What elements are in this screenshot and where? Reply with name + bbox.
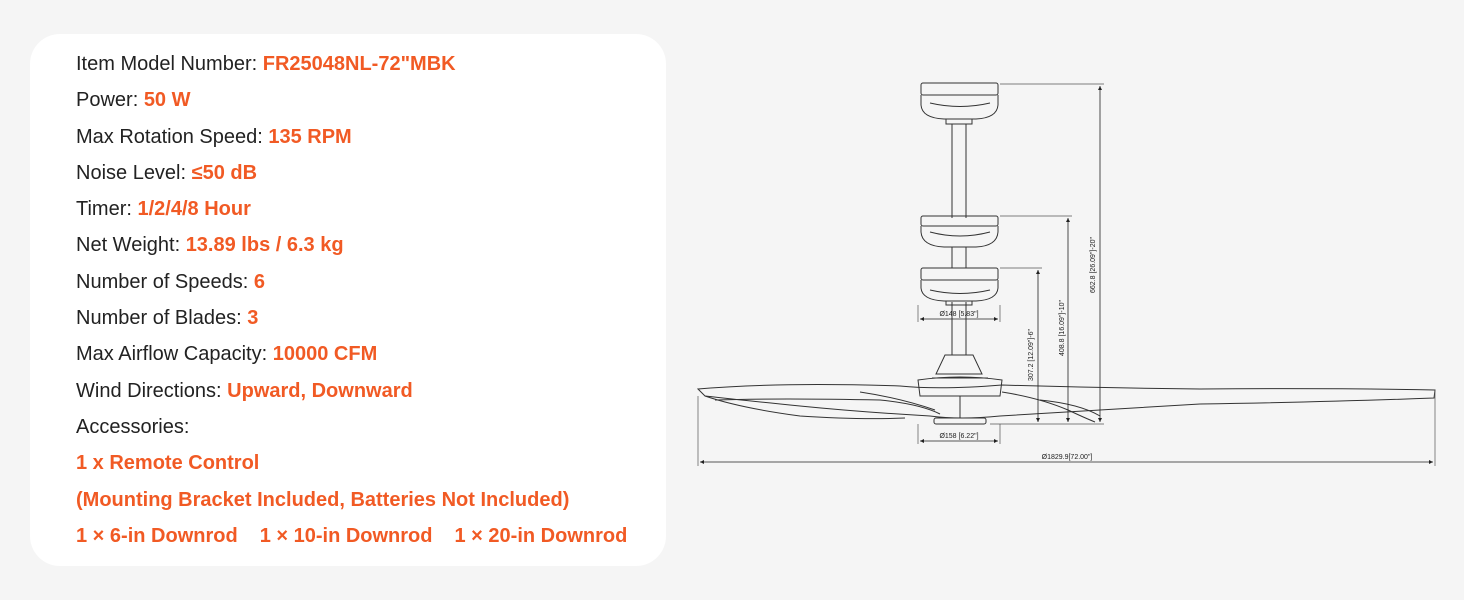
- spec-label: Max Airflow Capacity:: [76, 343, 273, 366]
- spec-wind-directions: Wind Directions: Upward, Downward: [76, 377, 656, 413]
- dim-height-20in: 662.8 [26.09"]-20": [1090, 237, 1097, 293]
- accessories-label: Accessories:: [76, 415, 190, 438]
- spec-value: 1/2/4/8 Hour: [137, 198, 251, 221]
- accessory-remote: 1 x Remote Control: [76, 452, 260, 475]
- spec-timer: Timer: 1/2/4/8 Hour: [76, 195, 656, 231]
- dim-height-6in: 307.2 [12.09"]-6": [1028, 328, 1035, 381]
- canopy-6in: [920, 267, 999, 306]
- spec-value: Upward, Downward: [227, 379, 413, 402]
- accessory-remote-note: (Mounting Bracket Included, Batteries No…: [76, 488, 570, 511]
- extension-lines: [697, 83, 1436, 466]
- spec-value: 6: [253, 270, 265, 293]
- spec-list: Item Model Number: FR25048NL-72"MBK Powe…: [76, 50, 656, 558]
- ceiling-canopy: [920, 82, 999, 125]
- downrod-20in: 1 × 20-in Downrod: [454, 524, 628, 547]
- spec-label: Number of Speeds:: [76, 270, 254, 293]
- canopy-10in: [920, 215, 999, 248]
- motor-housing: [917, 354, 1003, 425]
- specs-card: [30, 34, 666, 566]
- dimension-lines: [700, 86, 1433, 464]
- spec-airflow: Max Airflow Capacity: 10000 CFM: [76, 340, 656, 376]
- spec-speeds: Number of Speeds: 6: [76, 268, 656, 304]
- spec-value: 3: [247, 307, 259, 330]
- spec-value: FR25048NL-72"MBK: [262, 53, 456, 75]
- spec-label: Timer:: [76, 198, 138, 221]
- dim-fan-diameter: Ø1829.9[72.00"]: [1042, 454, 1093, 461]
- spec-rotation-speed: Max Rotation Speed: 135 RPM: [76, 123, 656, 159]
- spec-value: 10000 CFM: [272, 343, 378, 366]
- spec-value: 13.89 lbs / 6.3 kg: [185, 234, 344, 257]
- dim-motor-diameter: Ø158 [6.22"]: [939, 433, 978, 440]
- spec-noise-level: Noise Level: ≤50 dB: [76, 159, 656, 195]
- downrod-6in: 1 × 6-in Downrod: [76, 524, 238, 547]
- spec-label: Power:: [76, 89, 144, 112]
- spec-net-weight: Net Weight: 13.89 lbs / 6.3 kg: [76, 231, 656, 267]
- spec-label: Max Rotation Speed:: [76, 125, 269, 148]
- spec-model: Item Model Number: FR25048NL-72"MBK: [76, 50, 656, 86]
- spec-value: 135 RPM: [268, 125, 352, 148]
- dim-canopy-diameter: Ø148 [5.83"]: [939, 311, 978, 318]
- fan-dimension-diagram: Ø148 [5.83"] Ø158 [6.22"] Ø1829.9[72.00"…: [696, 82, 1436, 466]
- downrod: [951, 124, 967, 355]
- spec-label: Number of Blades:: [76, 307, 248, 330]
- spec-label: Item Model Number:: [76, 53, 263, 75]
- dim-height-10in: 408.8 [16.09"]-10": [1059, 300, 1066, 356]
- spec-label: Net Weight:: [76, 234, 186, 257]
- spec-label: Noise Level:: [76, 161, 192, 184]
- spec-value: ≤50 dB: [191, 161, 258, 184]
- spec-value: 50 W: [143, 89, 191, 112]
- accessory-downrods: 1 × 6-in Downrod 1 × 10-in Downrod 1 × 2…: [76, 522, 656, 558]
- spec-power: Power: 50 W: [76, 86, 656, 122]
- fan-blades: [696, 384, 1436, 423]
- spec-label: Wind Directions:: [76, 379, 228, 402]
- spec-blades: Number of Blades: 3: [76, 304, 656, 340]
- downrod-10in: 1 × 10-in Downrod: [259, 524, 433, 547]
